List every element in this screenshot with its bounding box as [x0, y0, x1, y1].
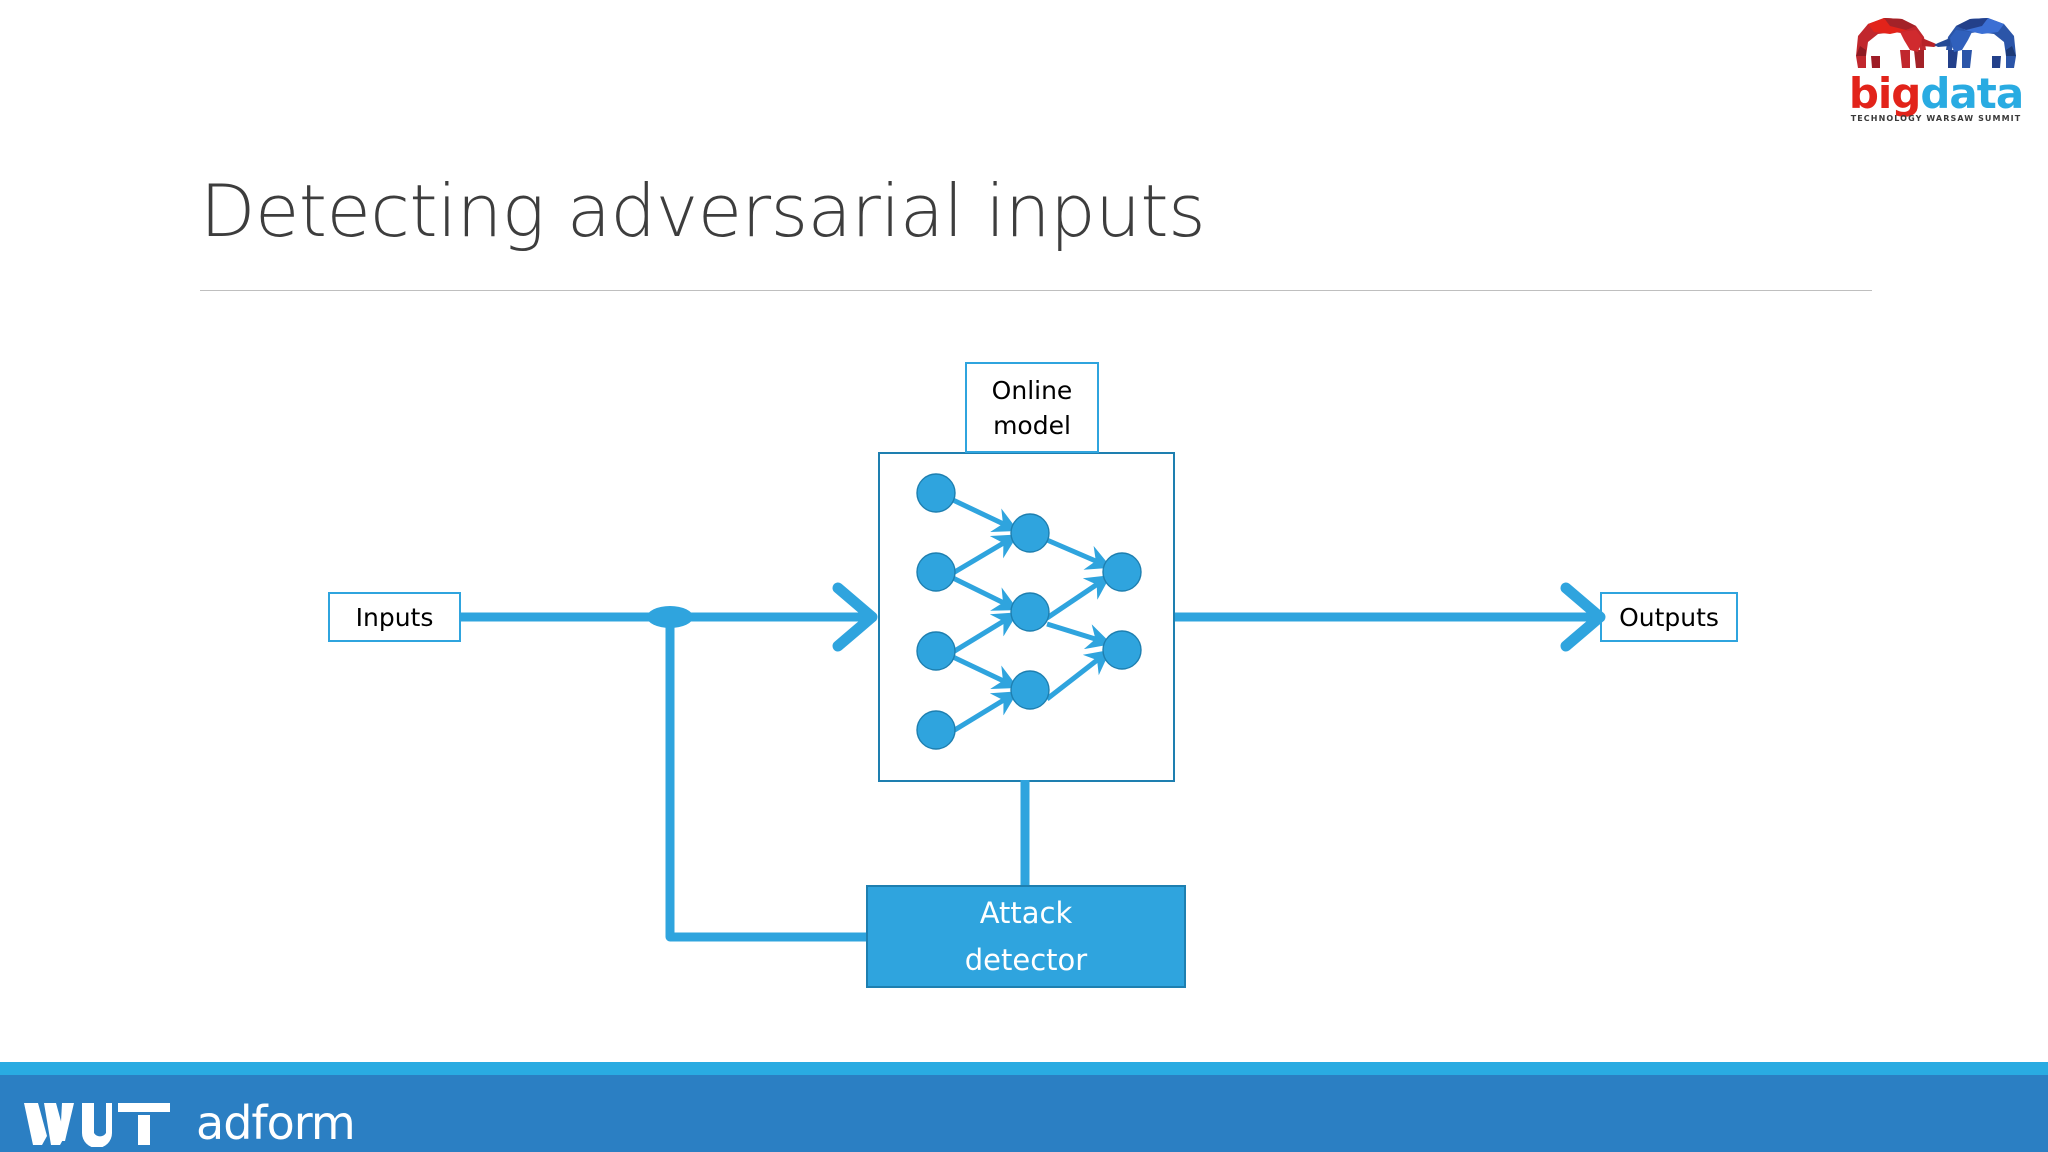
slide-footer: adform — [0, 1062, 2048, 1152]
online-model-label: Online model — [992, 373, 1073, 443]
nn-node — [916, 710, 956, 750]
nn-node — [916, 473, 956, 513]
page-title: Detecting adversarial inputs — [200, 169, 1206, 253]
nn-node — [1010, 513, 1050, 553]
logo-wordmark: bigdata — [1838, 72, 2034, 116]
attack-detector-box[interactable]: Attack detector — [866, 885, 1186, 988]
online-model-label-line2: model — [993, 410, 1071, 440]
online-model-box[interactable]: Online model — [965, 362, 1099, 453]
attack-detector-label-line2: detector — [964, 942, 1088, 977]
logo-word-data: data — [1920, 69, 2024, 118]
neural-network-graphic — [916, 473, 1142, 750]
wut-logo-icon — [24, 1103, 170, 1147]
attack-detector-label-line1: Attack — [979, 895, 1073, 930]
nn-node — [916, 631, 956, 671]
footer-bar: adform — [0, 1075, 2048, 1152]
elephants-icon — [1856, 18, 2016, 68]
logo-tagline: TECHNOLOGY WARSAW SUMMIT — [1850, 114, 2022, 123]
logo-word-big: big — [1848, 69, 1922, 118]
online-model-label-line1: Online — [991, 375, 1073, 405]
adform-logo: adform — [196, 1096, 356, 1150]
nn-node — [1010, 592, 1050, 632]
attack-detector-label: Attack detector — [965, 890, 1087, 984]
nn-node — [916, 552, 956, 592]
bigdata-logo: bigdata TECHNOLOGY WARSAW SUMMIT — [1838, 10, 2034, 130]
nn-node — [1102, 552, 1142, 592]
footer-accent-strip — [0, 1062, 2048, 1075]
nn-node — [1102, 630, 1142, 670]
title-divider — [200, 290, 1872, 291]
nn-node — [1010, 670, 1050, 710]
